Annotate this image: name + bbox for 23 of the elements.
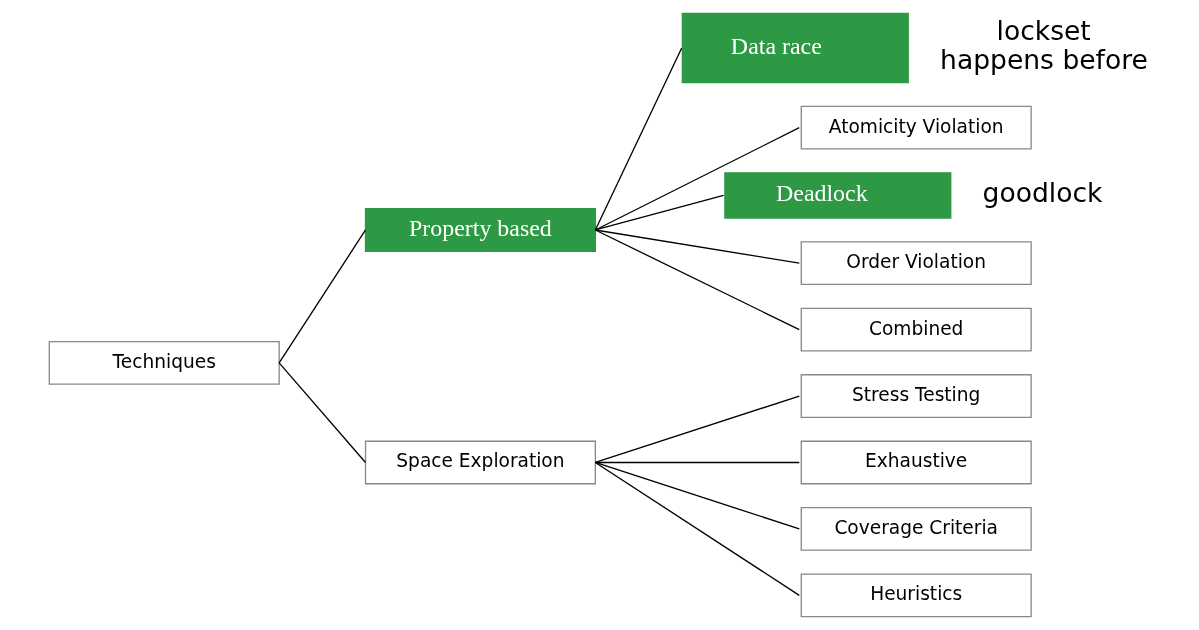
node-label: happens before <box>939 44 1148 76</box>
node-box: Atomicity Violation <box>800 105 1032 150</box>
connector <box>594 47 682 231</box>
node-box: Space Exploration <box>364 440 596 485</box>
node-label: lockset <box>996 14 1091 46</box>
connector <box>594 461 800 530</box>
node-label: goodlock <box>982 177 1102 209</box>
connector <box>278 229 366 364</box>
node-box: Techniques <box>48 340 280 385</box>
node-box: Heuristics <box>800 573 1032 618</box>
node-box: Coverage Criteria <box>800 506 1032 551</box>
node-box: Property based <box>364 208 596 252</box>
node-box: Order Violation <box>800 241 1032 286</box>
connector <box>594 229 800 264</box>
connector <box>594 395 800 464</box>
connector <box>278 362 366 464</box>
connector <box>594 194 724 231</box>
node-box: Exhaustive <box>800 440 1032 485</box>
connector <box>594 229 800 331</box>
connector <box>594 461 800 596</box>
node-box: Combined <box>800 307 1032 352</box>
node-box: Stress Testing <box>800 374 1032 418</box>
connector <box>594 127 800 231</box>
